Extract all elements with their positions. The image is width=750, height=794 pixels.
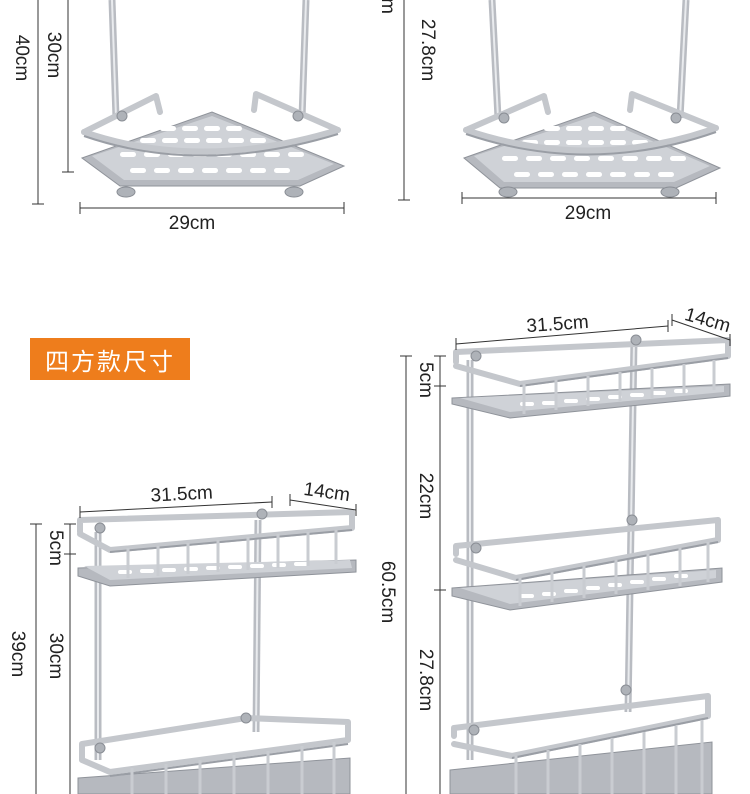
label-height-partial: m xyxy=(377,0,398,14)
label-gap-lower: 27.8cm xyxy=(415,649,436,711)
label-depth: 14cm xyxy=(302,479,351,506)
dimension-square-three-tier xyxy=(400,314,731,794)
label-gap-upper: 22cm xyxy=(415,473,436,519)
slot-pattern xyxy=(120,126,304,173)
label-height-total: 40cm xyxy=(11,35,32,81)
corner-rack-three-tier xyxy=(463,0,722,198)
label-width: 31.5cm xyxy=(150,482,213,506)
square-rack-three-tier xyxy=(449,334,731,794)
label-rail-height: 5cm xyxy=(415,362,436,398)
label-height-total: 60.5cm xyxy=(377,561,398,623)
label-height-shelf: 30cm xyxy=(43,32,64,78)
section-badge: 四方款尺寸 xyxy=(30,338,190,380)
slot-pattern xyxy=(502,126,686,177)
label-rail-height: 5cm xyxy=(45,530,66,566)
label-height-total: 39cm xyxy=(7,631,28,677)
corner-rack-two-tier xyxy=(80,0,346,198)
dimension-corner-three-tier xyxy=(398,0,717,204)
label-width: 31.5cm xyxy=(526,312,590,337)
label-width: 29cm xyxy=(169,213,215,234)
label-width: 29cm xyxy=(565,203,611,224)
dimension-corner-two-tier xyxy=(32,0,345,214)
dimension-square-two-tier xyxy=(30,494,357,794)
square-rack-two-tier xyxy=(77,508,357,794)
label-height-shelf: 30cm xyxy=(45,633,66,679)
label-height-shelf: 27.8cm xyxy=(417,19,438,81)
